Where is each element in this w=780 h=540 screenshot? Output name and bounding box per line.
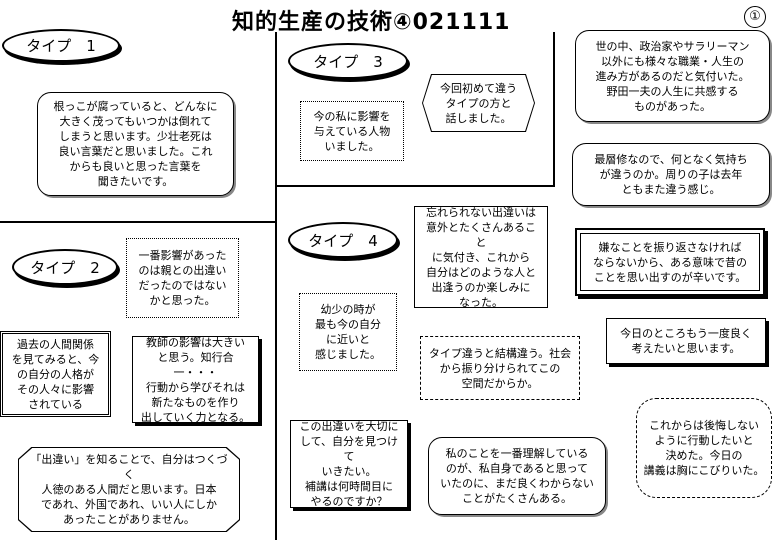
comment-card: 今の私に影響を 与えている人物 いました。 — [300, 101, 404, 161]
divider-horizontal-right — [275, 185, 555, 187]
comment-text: 今日のところもう一度良く 考えたいと思います。 — [620, 327, 752, 355]
comment-card: 幼少の時が 最も今の自分 に近いと 感じました。 — [299, 293, 397, 371]
comment-card: 根っこが腐っていると、どんなに 大きく茂ってもいつかは倒れて しまうと思います。… — [37, 92, 234, 196]
comment-text: これからは後悔しない ように行動したいと 決めた。今日の 講義は胸にこびりいた。 — [643, 419, 765, 477]
type-2-label: タイプ 2 — [12, 249, 118, 285]
comment-card: タイプ違うと結構違う。社会 から振り分けられてこの 空間だからか。 — [420, 336, 580, 400]
comment-card: 今日のところもう一度良く 考えたいと思います。 — [606, 318, 766, 364]
comment-card: 世の中、政治家やサラリーマン 以外にも様々な職業・人生の 進み方があるのだと気付… — [575, 30, 770, 122]
comment-text: 私のことを一番理解している のが、私自身であると思って いたのに、まだ良くわから… — [440, 447, 594, 505]
comment-text: 幼少の時が 最も今の自分 に近いと 感じました。 — [315, 303, 381, 361]
comment-card: これからは後悔しない ように行動したいと 決めた。今日の 講義は胸にこびりいた。 — [636, 398, 772, 498]
comment-text: 今回初めて違う タイプの方と 話しました。 — [440, 81, 517, 125]
comment-card: 「出違い」を知ることで、自分はつくづく 人徳のある人間だと思います。日本 であれ… — [18, 447, 240, 532]
type-4-label: タイプ 4 — [288, 222, 398, 258]
comment-text: 嫌なことを振り返さなければ ならないから、ある意味で昔の ことを思い出すのが辛い… — [593, 240, 747, 284]
divider-vertical-top — [553, 32, 555, 187]
comment-card: 嫌なことを振り返さなければ ならないから、ある意味で昔の ことを思い出すのが辛い… — [575, 228, 765, 296]
type-1-label: タイプ 1 — [2, 29, 120, 62]
comment-card: 私のことを一番理解している のが、私自身であると思って いたのに、まだ良くわから… — [428, 437, 606, 515]
page-title: 知的生産の技術④021111 — [232, 10, 511, 35]
comment-text: タイプ違うと結構違う。社会 から振り分けられてこの 空間だからか。 — [428, 346, 572, 390]
comment-text: 教師の影響は大きい と思う。知行合一・・・ 行動から学びそれは 新たなものを作り… — [140, 335, 251, 424]
type-3-label: タイプ 3 — [288, 43, 408, 79]
divider-vertical-main — [275, 32, 277, 540]
comment-card: 忘れられない出違いは 意外とたくさんあること に気付き、これから 自分はどのよう… — [414, 205, 548, 309]
comment-card: 今回初めて違う タイプの方と 話しました。 — [422, 74, 535, 132]
page-number: ① — [744, 6, 766, 28]
comment-card: この出違いを大切に して、自分を見つけて いきたい。 補講は何時間目に やるので… — [290, 420, 408, 508]
comment-card: 最層修なので、何となく気持ち が違うのか。周りの子は去年 ともまた違う感じ。 — [572, 143, 770, 206]
divider-horizontal-left — [0, 221, 277, 223]
comment-card: 一番影響があった のは親との出違い だったのではない かと思った。 — [126, 238, 239, 318]
comment-text: 最層修なので、何となく気持ち が違うのか。周りの子は去年 ともまた違う感じ。 — [594, 153, 748, 196]
comment-text: 過去の人間関係 を見てみると、今 の自分の人格が その人々に影響 されている — [11, 337, 100, 411]
comment-text: 根っこが腐っていると、どんなに 大きく茂ってもいつかは倒れて しまうと思います。… — [53, 100, 218, 188]
comment-text: 忘れられない出違いは 意外とたくさんあること に気付き、これから 自分はどのよう… — [426, 205, 536, 309]
comment-text: この出違いを大切に して、自分を見つけて いきたい。 補講は何時間目に やるので… — [299, 420, 399, 508]
comment-text: 「出違い」を知ることで、自分はつくづく 人徳のある人間だと思います。日本 であれ… — [30, 453, 228, 526]
comment-card: 過去の人間関係 を見てみると、今 の自分の人格が その人々に影響 されている — [0, 331, 111, 417]
comment-text: 一番影響があった のは親との出違い だったのではない かと思った。 — [138, 249, 227, 307]
comment-text: 今の私に影響を 与えている人物 いました。 — [313, 109, 391, 153]
comment-text: 世の中、政治家やサラリーマン 以外にも様々な職業・人生の 進み方があるのだと気付… — [595, 39, 750, 113]
comment-card: 教師の影響は大きい と思う。知行合一・・・ 行動から学びそれは 新たなものを作り… — [132, 335, 259, 424]
